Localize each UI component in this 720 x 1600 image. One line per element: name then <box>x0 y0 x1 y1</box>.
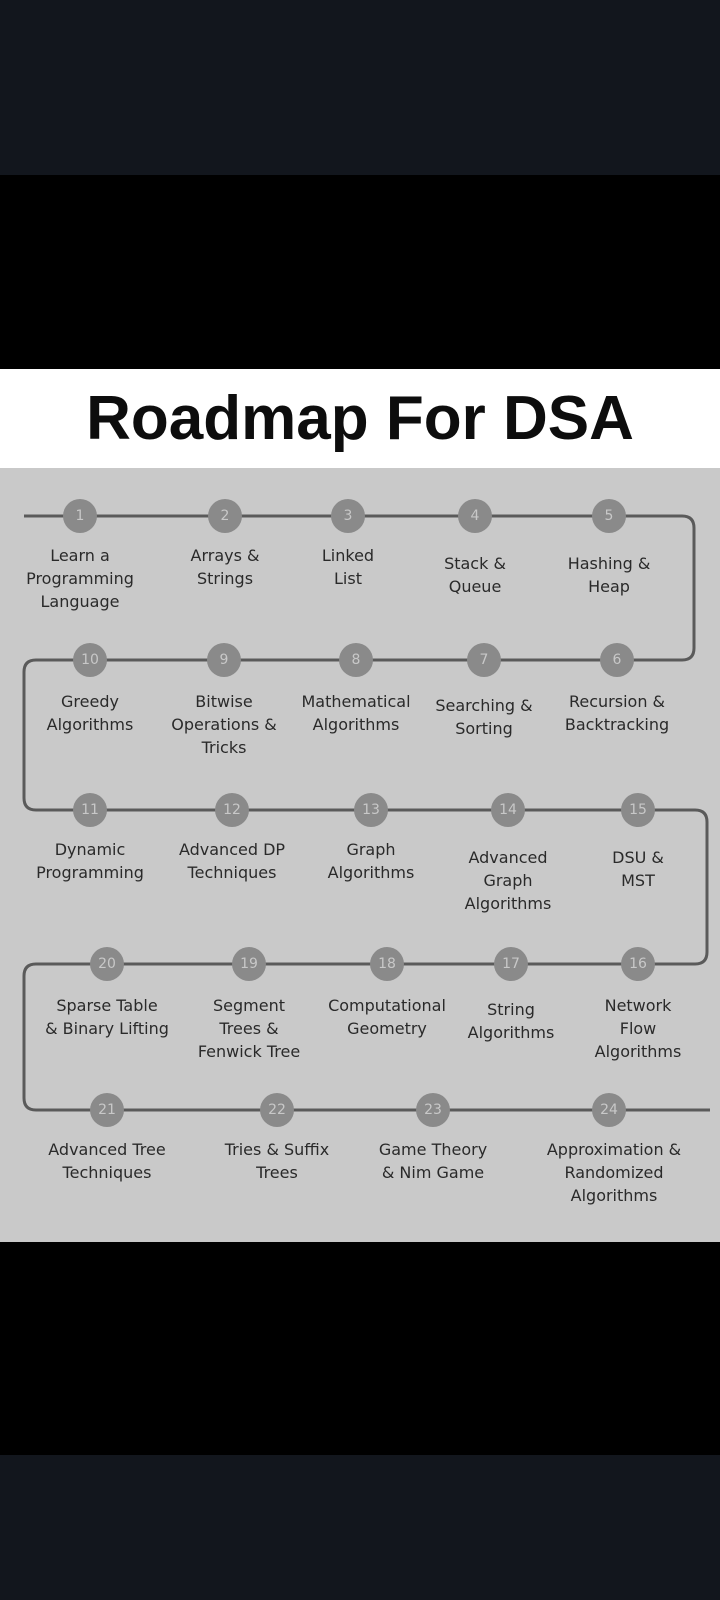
step-number-24: 24 <box>592 1093 626 1127</box>
step-label-2: Arrays &Strings <box>190 546 260 588</box>
step-number-11: 11 <box>73 793 107 827</box>
step-number-13: 13 <box>354 793 388 827</box>
step-number-23: 23 <box>416 1093 450 1127</box>
step-number-22: 22 <box>260 1093 294 1127</box>
step-label-15: DSU &MST <box>612 848 664 890</box>
step-number-19: 19 <box>232 947 266 981</box>
step-label-5: Hashing &Heap <box>567 554 651 596</box>
step-number-6: 6 <box>600 643 634 677</box>
step-label-4: Stack &Queue <box>444 554 506 596</box>
step-number-16: 16 <box>621 947 655 981</box>
step-number-10: 10 <box>73 643 107 677</box>
top-bar <box>0 0 720 175</box>
step-number-5: 5 <box>592 499 626 533</box>
step-number-3: 3 <box>331 499 365 533</box>
step-number-12: 12 <box>215 793 249 827</box>
step-number-14: 14 <box>491 793 525 827</box>
page-title: Roadmap For DSA <box>86 384 634 453</box>
step-number-20: 20 <box>90 947 124 981</box>
step-number-9: 9 <box>207 643 241 677</box>
step-number-4: 4 <box>458 499 492 533</box>
step-number-7: 7 <box>467 643 501 677</box>
bottom-bar <box>0 1455 720 1600</box>
step-label-23: Game Theory& Nim Game <box>378 1140 488 1182</box>
title-band: Roadmap For DSA <box>0 369 720 468</box>
step-number-8: 8 <box>339 643 373 677</box>
step-number-17: 17 <box>494 947 528 981</box>
step-label-7: Searching &Sorting <box>435 696 533 738</box>
step-label-20: Sparse Table& Binary Lifting <box>45 996 169 1038</box>
step-number-2: 2 <box>208 499 242 533</box>
step-number-21: 21 <box>90 1093 124 1127</box>
step-number-1: 1 <box>63 499 97 533</box>
step-number-15: 15 <box>621 793 655 827</box>
step-label-6: Recursion &Backtracking <box>564 692 670 734</box>
step-number-18: 18 <box>370 947 404 981</box>
